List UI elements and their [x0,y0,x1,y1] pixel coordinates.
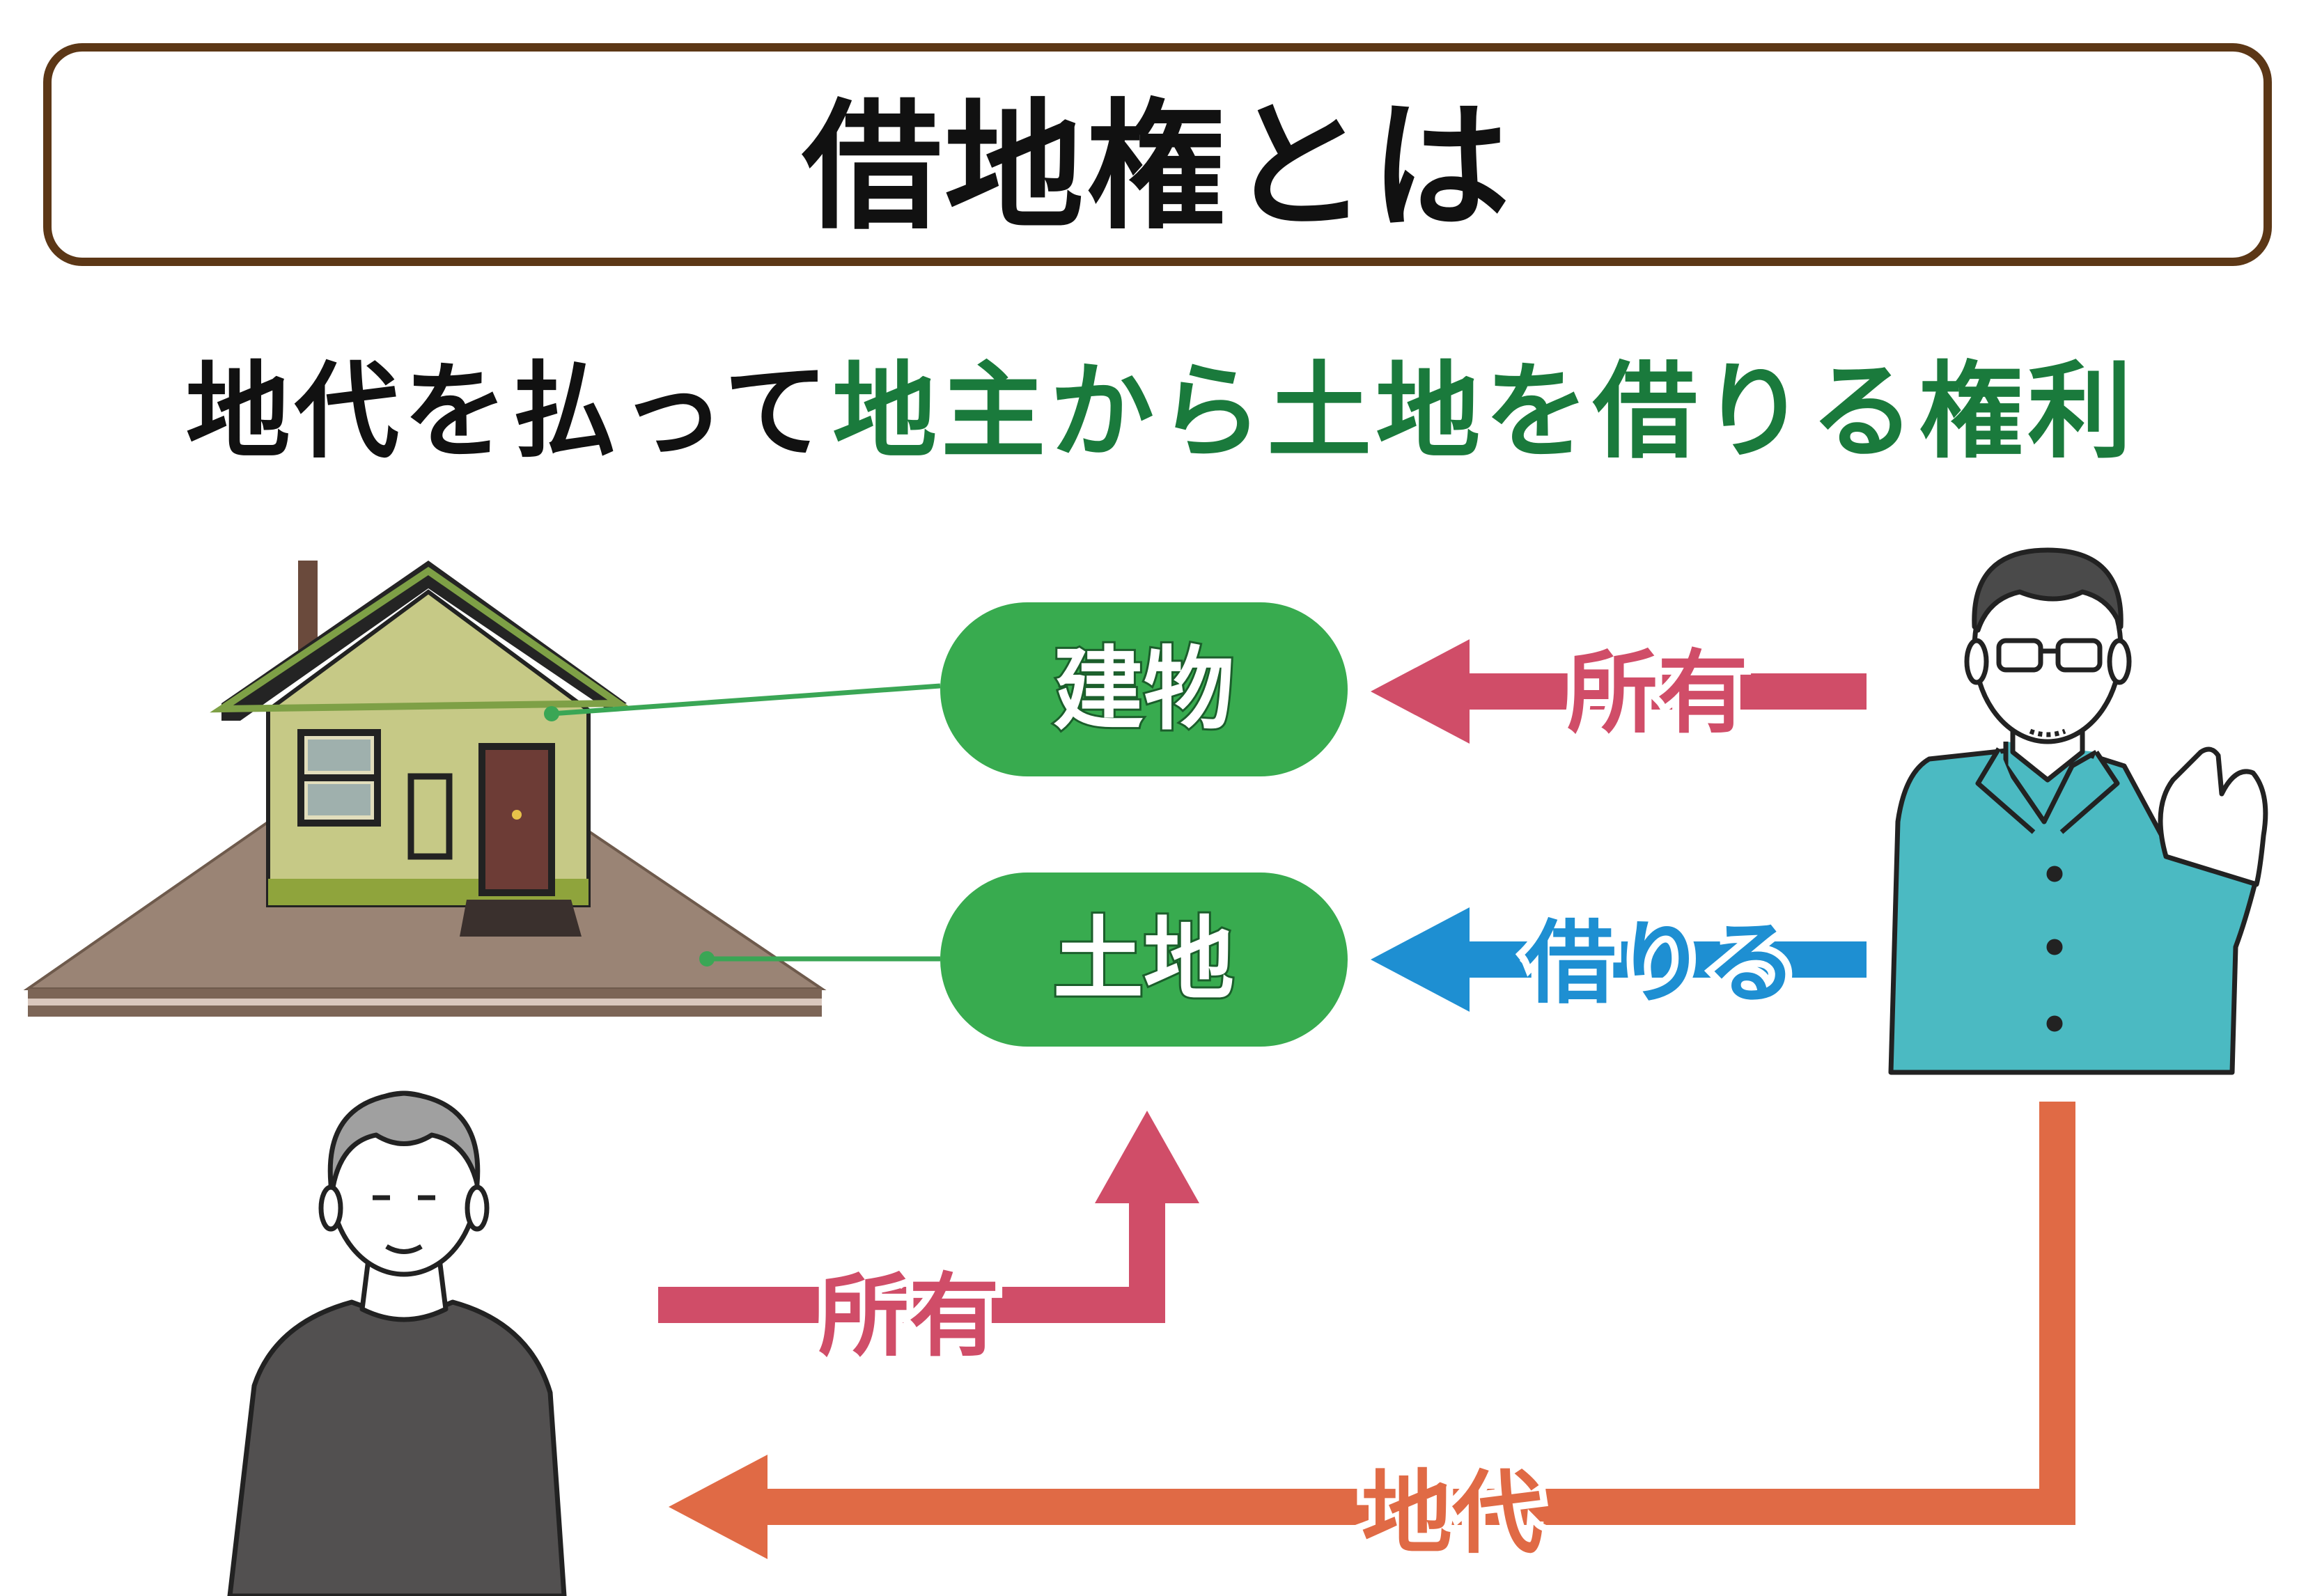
page-title: 借地権とは [802,86,1513,249]
subtitle-part1: 地代を払って [185,352,833,473]
building-label: 建物 [1053,636,1234,742]
house-icon [23,561,827,1017]
building-connector-line [551,683,941,717]
land-node: 土地 [940,873,1348,1047]
tenant-person-icon [227,1090,567,1596]
building-node: 建物 [940,602,1348,776]
arrow-rent-label: 地代 [1362,1460,1543,1566]
arrow-own-land-label: 所有 [818,1263,999,1369]
land-label: 土地 [1053,907,1234,1012]
arrow-borrow-land-label: 借りる [1525,910,1797,1016]
arrow-borrow-land: 借りる [1371,903,1867,1023]
arrow-own-building-label: 所有 [1567,640,1748,746]
title-box: 借地権とは [43,43,2272,266]
subtitle: 地代を払って地主から土地を借りる権利 [0,327,2322,478]
arrow-own-building: 所有 [1371,633,1867,753]
arrow-own-land: 所有 [658,1111,1199,1376]
arrow-rent: 地代 [669,1102,2075,1573]
landlord-person-icon [1888,547,2268,1075]
subtitle-part2: 地主から土地を借りる権利 [832,352,2137,473]
